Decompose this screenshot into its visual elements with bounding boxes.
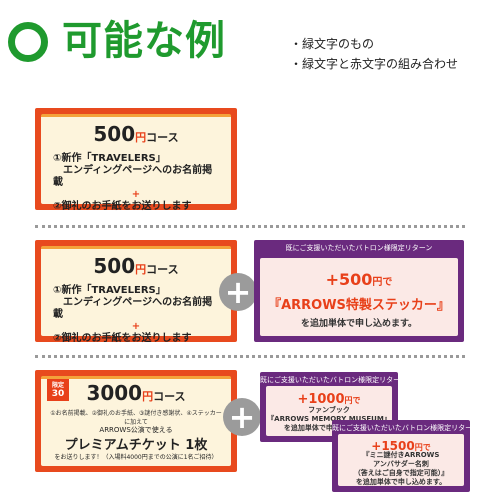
return-unit: 円で bbox=[344, 396, 361, 405]
benefit-2: ②御礼のお手紙をお送りします bbox=[53, 333, 192, 344]
course-label: コース bbox=[146, 131, 179, 144]
course-price-line: 3000円コース bbox=[41, 381, 231, 405]
return-item: 『ARROWS特製ステッカー』 bbox=[268, 298, 450, 313]
separator-2 bbox=[35, 355, 465, 358]
note-green-red-combo: ・緑文字と赤文字の組み合わせ bbox=[290, 57, 459, 71]
course-price-line: 500円コース bbox=[41, 122, 231, 146]
return-price-line: +500円で bbox=[260, 270, 458, 289]
benefit-1-line-1: ①新作「TRAVELERS」 bbox=[53, 285, 166, 296]
return-price: +1500 bbox=[371, 439, 415, 453]
page-title: 可能な例 bbox=[62, 18, 226, 64]
return-price-line: +1000円で bbox=[266, 388, 392, 407]
return-header: 既にご支援いただいたバトロン様限定リターン bbox=[332, 424, 479, 432]
return-header: 既にご支援いただいたバトロン様限定リターン bbox=[260, 376, 407, 384]
benefit-plus: + bbox=[131, 189, 141, 200]
return-header: 既にご支援いただいたバトロン様限定リターン bbox=[285, 244, 433, 252]
course-ticket: プレミアムチケット 1枚 bbox=[64, 438, 208, 453]
return-book-line-2: 『ARROWS MEMORY MUSEUM』 bbox=[267, 415, 391, 423]
return-price: +1000 bbox=[297, 392, 345, 407]
course-unit: 円 bbox=[142, 390, 154, 403]
course-send: をお送りします！（入場料4000円までの公演に1名ご招待） bbox=[54, 454, 218, 461]
plus-icon: + bbox=[219, 273, 257, 311]
separator-1 bbox=[35, 225, 465, 228]
badge-label: 限定 bbox=[51, 382, 64, 389]
benefit-1-line-2: エンディングページへのお名前掲載 bbox=[53, 297, 213, 320]
course-price: 3000 bbox=[86, 381, 143, 405]
return-book-card: 既にご支援いただいたバトロン様限定リターン +1000円で ファンブック 『AR… bbox=[260, 372, 407, 442]
ok-circle-icon bbox=[8, 22, 48, 62]
limited-badge: 限定 30 bbox=[47, 379, 69, 401]
course-3000-card: 限定 30 3000円コース ①お名前掲載、②御礼のお手紙、③謎付き感謝状、④ス… bbox=[35, 370, 237, 472]
course-unit: 円 bbox=[135, 263, 147, 276]
course-added: に加えて bbox=[124, 419, 148, 426]
course-benefits: ①新作「TRAVELERS」 エンディングページへのお名前掲載 + ②御礼のお手… bbox=[53, 285, 219, 345]
benefit-1-line-2: エンディングページへのお名前掲載 bbox=[53, 165, 213, 188]
return-unit: 円で bbox=[372, 277, 393, 288]
course-price: 500 bbox=[93, 254, 136, 278]
return-ambassador-line-4: を追加単体で申し込めます。 bbox=[355, 478, 447, 486]
course-price-line: 500円コース bbox=[41, 254, 231, 278]
benefit-2: ②御礼のお手紙をお送りします bbox=[53, 201, 192, 212]
course-price: 500 bbox=[93, 122, 136, 146]
course-benefits: ①新作「TRAVELERS」 エンディングページへのお名前掲載 + ②御礼のお手… bbox=[53, 153, 219, 213]
return-price-line: +1500円で bbox=[338, 435, 464, 454]
course-label: コース bbox=[146, 263, 179, 276]
course-items: ①お名前掲載、②御礼のお手紙、③謎付き感謝状、④ステッカー bbox=[50, 410, 222, 417]
course-500-card-2: 500円コース ①新作「TRAVELERS」 エンディングページへのお名前掲載 … bbox=[35, 240, 237, 345]
badge-count: 30 bbox=[51, 389, 65, 399]
return-ambassador-line-1: 『ミニ謎付きARROWS bbox=[362, 451, 440, 459]
return-note: を追加単体で申し込めます。 bbox=[300, 319, 418, 329]
benefit-1-line-1: ①新作「TRAVELERS」 bbox=[53, 153, 166, 164]
plus-icon: + bbox=[223, 398, 261, 436]
course-arrows-public: ARROWS公演で使える bbox=[99, 426, 173, 434]
return-price: +500 bbox=[325, 270, 373, 289]
course-unit: 円 bbox=[135, 131, 147, 144]
benefit-plus: + bbox=[131, 321, 141, 332]
return-book-line-3: を追加単体で申し込めます。 bbox=[283, 424, 375, 432]
return-unit: 円で bbox=[414, 443, 431, 452]
course-label: コース bbox=[153, 390, 186, 403]
note-green-text: ・緑文字のもの bbox=[290, 37, 375, 51]
return-book-line-1: ファンブック bbox=[308, 406, 350, 414]
return-ambassador-card: 既にご支援いただいたバトロン様限定リターン +1500円で 『ミニ謎付きARRO… bbox=[332, 420, 479, 492]
return-sticker-card: 既にご支援いただいたバトロン様限定リターン +500円で 『ARROWS特製ステ… bbox=[254, 240, 464, 342]
course-500-card-1: 500円コース ①新作「TRAVELERS」 エンディングページへのお名前掲載 … bbox=[35, 108, 237, 213]
return-ambassador-line-3: （答えはご自身で指定可能）』 bbox=[353, 469, 449, 477]
return-ambassador-line-2: アンバサダー名刺 bbox=[373, 460, 429, 468]
